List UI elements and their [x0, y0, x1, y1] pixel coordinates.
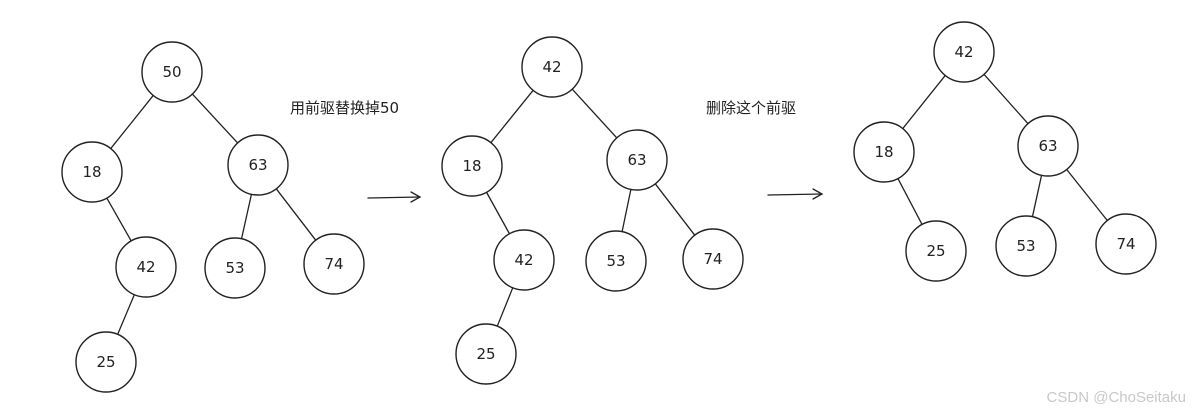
node-circle	[455, 323, 517, 385]
edge-after-delete-n63-n74	[1066, 168, 1108, 222]
edge-after-replace-n42b-n25	[496, 287, 514, 327]
edge-before-n63-n53	[240, 193, 253, 240]
tree-node-before-42: 42	[115, 236, 177, 298]
edge-after-replace-n42-n18	[490, 89, 534, 144]
edge-before-n18-n42	[106, 197, 132, 242]
node-circle	[521, 36, 583, 98]
node-circle	[606, 129, 668, 191]
arrow-shaft	[367, 196, 421, 199]
node-label: 74	[703, 250, 722, 268]
tree-node-after-replace-63: 63	[606, 129, 668, 191]
tree-node-after-replace-18: 18	[441, 135, 503, 197]
step-arrow-2	[767, 188, 824, 200]
node-circle	[493, 229, 555, 291]
tree-node-after-replace-42: 42	[493, 229, 555, 291]
node-circle	[853, 121, 915, 183]
edge-before-n42-n25	[116, 293, 136, 336]
node-circle	[303, 233, 365, 295]
node-label: 18	[82, 163, 101, 181]
step-label-delete: 删除这个前驱	[706, 99, 796, 117]
tree-node-after-replace-53: 53	[585, 230, 647, 292]
edge-after-replace-n42-n63	[571, 88, 618, 139]
arrow-shaft	[767, 193, 823, 196]
tree-node-before-74: 74	[303, 233, 365, 295]
edge-after-delete-n18-n25	[897, 177, 923, 226]
node-circle	[1017, 115, 1079, 177]
tree-node-after-delete-25: 25	[905, 220, 967, 282]
node-label: 53	[606, 252, 625, 270]
node-label: 50	[162, 63, 181, 81]
node-label: 74	[1116, 235, 1135, 253]
tree-node-after-replace-25: 25	[455, 323, 517, 385]
arrow-head	[410, 191, 422, 203]
edge-after-replace-n18-n42b	[485, 191, 511, 235]
node-label: 74	[324, 255, 343, 273]
tree-node-after-delete-42: 42	[933, 21, 995, 83]
node-label: 53	[1016, 237, 1035, 255]
tree-node-after-replace-42: 42	[521, 36, 583, 98]
node-label: 42	[514, 251, 533, 269]
tree-node-after-delete-18: 18	[853, 121, 915, 183]
node-label: 25	[926, 242, 945, 260]
edge-after-delete-n42-n63	[983, 73, 1029, 125]
step-label-replace: 用前驱替换掉50	[290, 99, 399, 117]
tree-node-after-delete-63: 63	[1017, 115, 1079, 177]
edge-after-replace-n63-n74	[654, 183, 696, 236]
tree-node-after-delete-53: 53	[995, 215, 1057, 277]
node-label: 53	[225, 259, 244, 277]
node-circle	[905, 220, 967, 282]
node-label: 42	[136, 258, 155, 276]
node-circle	[682, 228, 744, 290]
node-circle	[141, 41, 203, 103]
arrow-head	[812, 188, 824, 200]
node-label: 63	[1038, 137, 1057, 155]
node-label: 42	[954, 43, 973, 61]
node-circle	[933, 21, 995, 83]
step-arrow-1	[367, 191, 422, 203]
edge-before-n63-n74	[275, 188, 317, 241]
node-label: 63	[248, 156, 267, 174]
tree-node-before-50: 50	[141, 41, 203, 103]
tree-node-before-25: 25	[75, 331, 137, 393]
edge-after-replace-n63-n53	[621, 188, 632, 233]
node-circle	[75, 331, 137, 393]
tree-node-before-63: 63	[227, 134, 289, 196]
tree-node-before-18: 18	[61, 141, 123, 203]
node-label: 18	[874, 143, 893, 161]
watermark: CSDN @ChoSeitaku	[1046, 389, 1186, 406]
node-circle	[1095, 213, 1157, 275]
node-circle	[995, 215, 1057, 277]
edge-before-n50-n63	[191, 93, 239, 144]
node-circle	[585, 230, 647, 292]
edge-before-n50-n18	[110, 94, 154, 150]
node-circle	[61, 141, 123, 203]
node-circle	[441, 135, 503, 197]
node-circle	[204, 237, 266, 299]
tree-node-before-53: 53	[204, 237, 266, 299]
tree-node-after-replace-74: 74	[682, 228, 744, 290]
arrows-layer	[367, 188, 824, 203]
edge-after-delete-n63-n53	[1031, 174, 1043, 218]
nodes-layer: 50 18 63 42 53 74 25 42 18 63 42 53 74 25 42 18 63 25 53 74	[61, 21, 1157, 393]
node-circle	[115, 236, 177, 298]
node-label: 63	[627, 151, 646, 169]
node-label: 18	[462, 157, 481, 175]
node-label: 25	[476, 345, 495, 363]
node-label: 42	[542, 58, 561, 76]
edges-layer	[106, 73, 1108, 336]
node-label: 25	[96, 353, 115, 371]
node-circle	[227, 134, 289, 196]
tree-node-after-delete-74: 74	[1095, 213, 1157, 275]
edge-after-delete-n42-n18	[902, 74, 946, 130]
